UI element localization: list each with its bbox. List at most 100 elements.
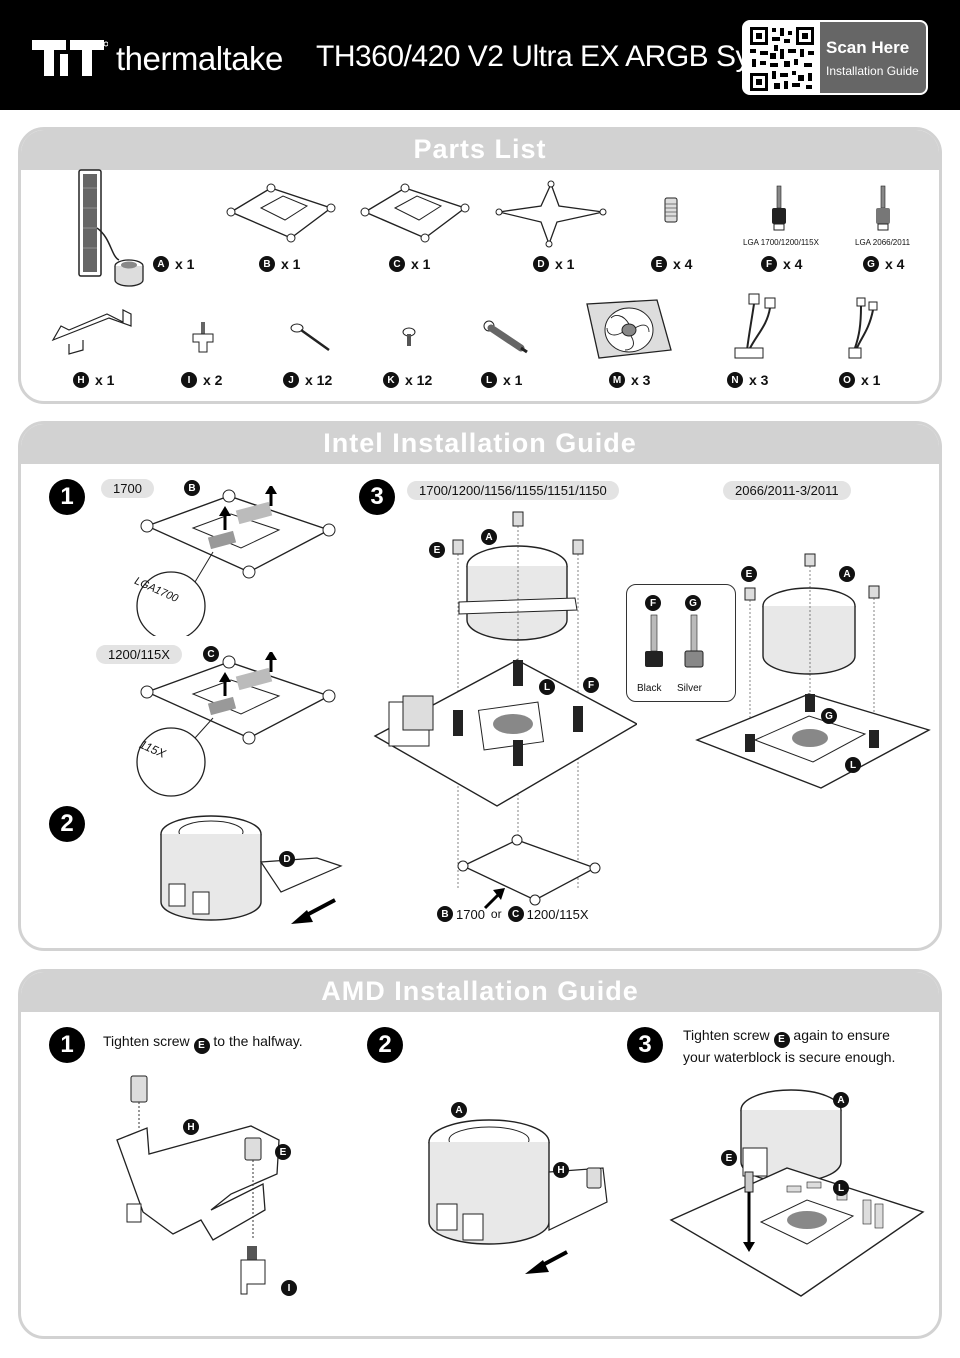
header: thermaltake TH360/420 V2 Ultra EX ARGB S… bbox=[0, 0, 960, 110]
part-l-thermal-paste bbox=[481, 316, 531, 356]
intel-step3-badge-a: A bbox=[481, 529, 497, 545]
standoff-g-icon bbox=[876, 185, 890, 231]
intel-title: Intel Installation Guide bbox=[323, 428, 637, 458]
intel-step3-badge-f: F bbox=[583, 677, 599, 693]
intel-step-3-number: 3 bbox=[359, 479, 395, 515]
fan-m-icon bbox=[586, 299, 672, 359]
amd-header: AMD Installation Guide bbox=[21, 972, 939, 1012]
callout-badge-g: G bbox=[685, 595, 701, 611]
product-title: TH360/420 V2 Ultra EX ARGB Sync bbox=[316, 40, 781, 73]
intel-2066-badge-g: G bbox=[821, 708, 837, 724]
part-h-amd-bracket bbox=[49, 300, 139, 360]
long-screw-j-icon bbox=[290, 323, 330, 352]
intel-step3-badge-l: L bbox=[539, 679, 555, 695]
part-c-backplate bbox=[355, 178, 475, 248]
parts-list-header: Parts List bbox=[21, 130, 939, 170]
cable-o-icon bbox=[848, 297, 878, 359]
intel-step1-badge-c: C bbox=[203, 646, 219, 662]
clip-i-icon bbox=[192, 322, 214, 353]
thumbscrew-e-icon bbox=[664, 197, 678, 223]
backplate-c-icon bbox=[360, 183, 470, 243]
intel-backplate-115x-illustration bbox=[136, 652, 336, 797]
part-g-note: LGA 2066/2011 bbox=[855, 238, 911, 247]
intel-section: Intel Installation Guide 1 1700 B LGA170… bbox=[18, 421, 942, 951]
intel-pump-bracket-d-illustration bbox=[160, 815, 343, 924]
amd-title: AMD Installation Guide bbox=[321, 976, 639, 1006]
amd-step3-badge-e: E bbox=[721, 1150, 737, 1166]
qr-scan-box[interactable]: Scan Here Installation Guide bbox=[742, 20, 928, 95]
amd-step1-badge-h: H bbox=[183, 1119, 199, 1135]
scan-title: Scan Here bbox=[826, 38, 910, 57]
intel-step-1-pill-115x: 1200/115X bbox=[96, 645, 182, 664]
scan-subtitle: Installation Guide bbox=[826, 64, 919, 78]
intel-step3-badge-e: E bbox=[429, 542, 445, 558]
part-d-bracket bbox=[491, 178, 611, 248]
part-f-standoff bbox=[769, 184, 789, 234]
amd-step3-badge-a: A bbox=[833, 1092, 849, 1108]
part-a-radiator bbox=[71, 168, 161, 292]
amd-pump-bracket-illustration bbox=[428, 1119, 608, 1274]
standoff-f-icon bbox=[772, 185, 786, 231]
thermaltake-logo-icon bbox=[32, 40, 108, 76]
part-o-cable bbox=[843, 296, 883, 364]
black-label: Black bbox=[637, 683, 662, 694]
thermal-paste-l-icon bbox=[483, 320, 528, 354]
part-b-backplate bbox=[221, 178, 341, 248]
intel-backplate-1700-illustration bbox=[136, 486, 336, 636]
amd-bracket-h-icon bbox=[51, 309, 132, 355]
amd-section: AMD Installation Guide 1 Tighten screw E… bbox=[18, 969, 942, 1339]
intel-step-3-pill-lga: 1700/1200/1156/1155/1151/1150 bbox=[407, 481, 619, 500]
amd-step2-badge-a: A bbox=[451, 1102, 467, 1118]
part-e-standoff bbox=[661, 194, 681, 230]
intel-step-1-number: 1 bbox=[49, 479, 85, 515]
amd-step-1-number: 1 bbox=[49, 1027, 85, 1063]
standoff-detail-callout: F G Black Silver bbox=[626, 584, 736, 702]
part-k-short-screw bbox=[399, 326, 419, 348]
amd-step-3-number: 3 bbox=[627, 1027, 663, 1063]
intel-2066-badge-a: A bbox=[839, 566, 855, 582]
amd-step2-badge-h: H bbox=[553, 1162, 569, 1178]
intel-step-3-pill-2066: 2066/2011-3/2011 bbox=[723, 481, 851, 500]
intel-step2-badge-d: D bbox=[279, 851, 295, 867]
intel-step-1-pill-1700: 1700 bbox=[101, 479, 154, 498]
amd-step3-badge-l: L bbox=[833, 1180, 849, 1196]
brand-name: thermaltake bbox=[116, 40, 283, 77]
standoff-pair-icon bbox=[645, 614, 704, 668]
radiator-pump-icon bbox=[78, 169, 144, 287]
callout-badge-f: F bbox=[645, 595, 661, 611]
part-j-long-screw bbox=[289, 320, 335, 354]
qr-code-icon[interactable] bbox=[748, 25, 816, 93]
part-f-note: LGA 1700/1200/115X bbox=[743, 238, 819, 247]
bracket-d-icon bbox=[495, 180, 607, 248]
short-screw-k-icon bbox=[402, 327, 416, 346]
amd-step1-badge-e: E bbox=[275, 1144, 291, 1160]
scan-label[interactable]: Scan Here Installation Guide bbox=[820, 22, 926, 93]
amd-assembly-illustration bbox=[669, 1089, 925, 1297]
backplate-b-icon bbox=[226, 183, 336, 243]
intel-header: Intel Installation Guide bbox=[21, 424, 939, 464]
part-m-fan bbox=[583, 298, 675, 362]
part-i-clip bbox=[189, 320, 219, 354]
parts-list-title: Parts List bbox=[413, 134, 547, 164]
intel-2066-badge-l: L bbox=[845, 757, 861, 773]
amd-step-3-text: Tighten screw E again to ensure your wat… bbox=[683, 1027, 896, 1065]
amd-bracket-h-illustration bbox=[116, 1075, 280, 1295]
intel-step-2-number: 2 bbox=[49, 806, 85, 842]
